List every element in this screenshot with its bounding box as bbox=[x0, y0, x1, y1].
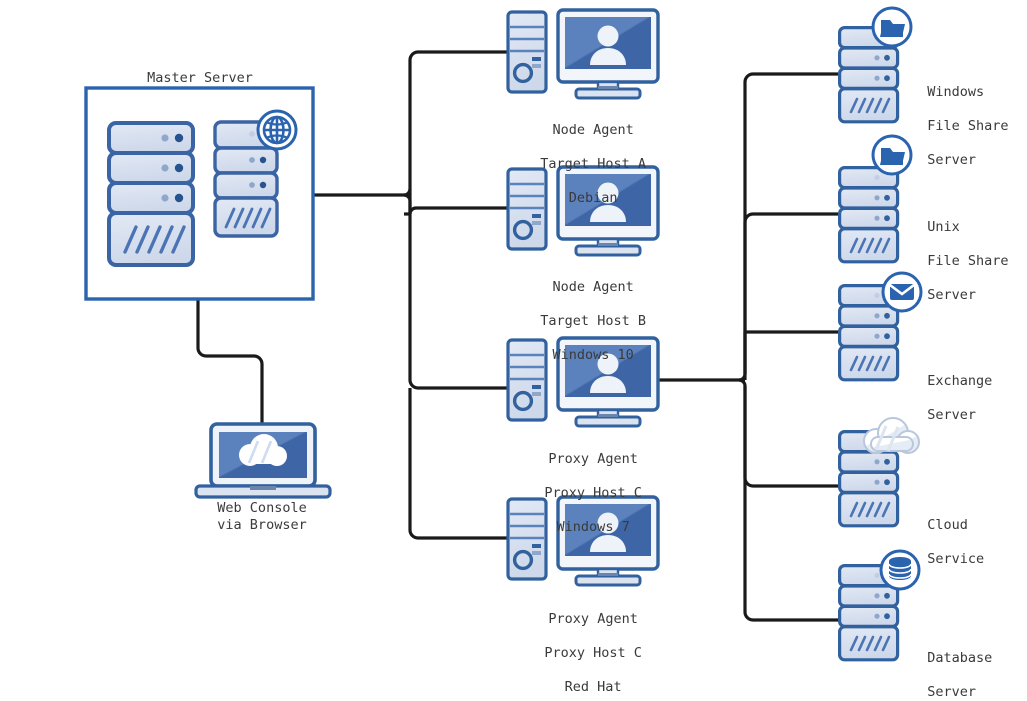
cloud-icon bbox=[863, 417, 920, 454]
label-proxy-win7: Proxy Agent Proxy Host C Windows 7 bbox=[544, 451, 642, 535]
connection-exchange bbox=[743, 330, 838, 380]
label-host-a: Node Agent Target Host A Debian bbox=[540, 122, 646, 206]
label-proxy-redhat: Proxy Agent Proxy Host C Red Hat bbox=[544, 611, 642, 695]
workstation-icon-host-a bbox=[506, 8, 660, 100]
laptop-cloud-icon bbox=[194, 422, 332, 499]
label-windows-file-share: Windows File Share Server bbox=[927, 84, 1009, 168]
database-icon bbox=[879, 549, 921, 591]
server-stack-unix-file-share bbox=[837, 166, 900, 264]
server-rack-icon bbox=[107, 121, 195, 267]
label-unix-file-share: Unix File Share Server bbox=[927, 219, 1009, 303]
connection-lines bbox=[196, 50, 838, 622]
label-exchange: Exchange Server bbox=[927, 373, 993, 423]
label-database: Database Server bbox=[927, 650, 993, 700]
diagram-graphics bbox=[84, 6, 923, 662]
page-title: Master Server bbox=[147, 70, 253, 86]
envelope-icon bbox=[881, 271, 923, 313]
folder-icon-unix bbox=[871, 134, 913, 176]
label-cloud-service: Cloud Service bbox=[927, 517, 985, 567]
label-host-b: Node Agent Target Host B Windows 10 bbox=[540, 279, 646, 363]
server-rack-small-icon bbox=[213, 120, 279, 238]
globe-icon bbox=[256, 109, 298, 151]
folder-icon-windows bbox=[871, 6, 913, 48]
